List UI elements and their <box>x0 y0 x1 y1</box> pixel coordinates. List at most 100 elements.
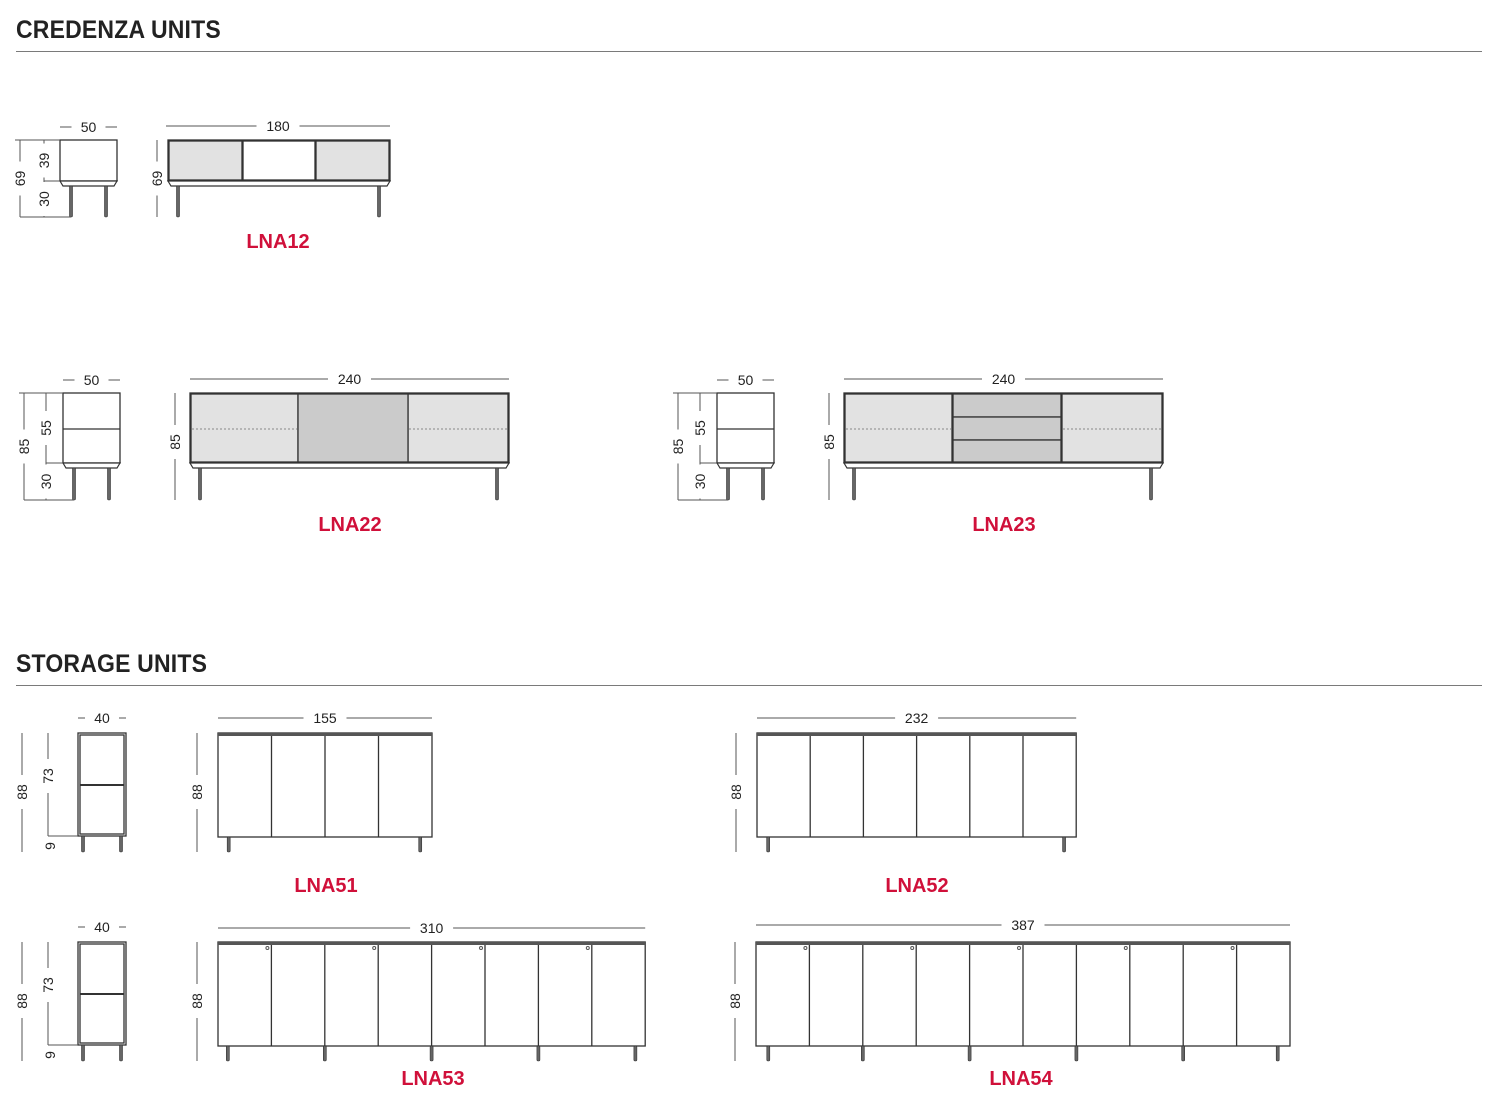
leg <box>495 467 499 501</box>
dimension-label: 69 <box>149 171 165 187</box>
leg <box>81 835 85 853</box>
top-band <box>757 733 1077 736</box>
leg <box>119 835 123 853</box>
dimension-label: 180 <box>266 118 290 134</box>
leg <box>1181 1045 1185 1062</box>
leg <box>107 467 111 501</box>
product-code: LNA54 <box>989 1068 1053 1090</box>
door-panel <box>407 393 509 463</box>
leg <box>1074 1045 1079 1062</box>
dimension-label: 50 <box>738 372 754 388</box>
leg <box>860 1045 865 1062</box>
dimension-label: 155 <box>313 710 337 726</box>
section-divider <box>16 685 1482 686</box>
dimension-label: 69 <box>12 171 28 187</box>
door-panel <box>297 393 409 463</box>
leg <box>322 1045 327 1062</box>
base-plinth <box>842 462 1165 469</box>
leg <box>72 467 76 501</box>
dimension-label: 30 <box>36 191 52 207</box>
section-divider <box>16 51 1482 52</box>
door-panel <box>190 393 299 463</box>
product-code: LNA23 <box>972 514 1035 536</box>
leg <box>198 467 202 501</box>
top-band <box>218 733 432 736</box>
leg <box>418 836 423 853</box>
dimension-label: 73 <box>40 977 56 993</box>
leg <box>226 1045 230 1062</box>
leg <box>81 1044 85 1062</box>
product-code: LNA52 <box>885 875 948 897</box>
door-panel <box>844 393 953 463</box>
leg <box>226 836 231 853</box>
dimension-label: 88 <box>727 993 743 1009</box>
leg <box>1149 467 1153 501</box>
side-body <box>62 392 121 464</box>
base-plinth <box>58 180 119 187</box>
leg <box>429 1045 434 1062</box>
leg <box>1062 836 1066 853</box>
dimension-label: 40 <box>94 710 110 726</box>
leg <box>633 1045 638 1062</box>
knob <box>585 946 590 950</box>
door-panel <box>1061 393 1163 463</box>
leg <box>766 1045 771 1062</box>
dimension-label: 50 <box>81 119 97 135</box>
leg <box>1275 1045 1280 1062</box>
leg <box>69 185 73 218</box>
dimension-label: 85 <box>16 439 32 455</box>
base-plinth <box>188 462 511 469</box>
leg <box>377 185 381 218</box>
base-plinth <box>166 180 392 187</box>
leg <box>104 185 108 218</box>
dimension-label: 240 <box>992 371 1016 387</box>
leg <box>967 1045 972 1062</box>
section-title-storage: STORAGE UNITS <box>16 650 208 678</box>
knob <box>1230 946 1235 950</box>
knob <box>1123 946 1128 950</box>
leg <box>761 467 765 501</box>
dimension-label: 85 <box>821 434 837 450</box>
dimension-label: 9 <box>42 842 58 850</box>
dimension-label: 40 <box>94 919 110 935</box>
dimension-label: 387 <box>1011 917 1035 933</box>
knob <box>803 946 808 950</box>
dimension-label: 50 <box>84 372 100 388</box>
dimension-label: 30 <box>38 474 54 490</box>
door-panel <box>168 140 243 181</box>
drawer <box>952 416 1062 441</box>
dimension-label: 88 <box>14 784 30 800</box>
product-code: LNA53 <box>401 1068 464 1090</box>
door-panel <box>315 140 390 181</box>
dimension-label: 310 <box>420 920 444 936</box>
drawer <box>952 439 1062 463</box>
drawer <box>952 393 1062 418</box>
dimension-label: 39 <box>36 153 52 169</box>
top-band <box>756 942 1290 945</box>
leg <box>176 185 180 218</box>
leg <box>536 1045 541 1062</box>
leg <box>726 467 730 501</box>
product-code: LNA12 <box>246 231 309 253</box>
knob <box>265 946 270 950</box>
top-band <box>218 942 646 945</box>
knob <box>1017 946 1021 950</box>
knob <box>479 946 483 950</box>
dimension-label: 85 <box>167 434 183 450</box>
leg <box>852 467 856 501</box>
base-plinth <box>61 462 122 469</box>
dimension-label: 232 <box>905 710 929 726</box>
knob <box>910 946 915 950</box>
dimension-label: 88 <box>189 784 205 800</box>
leg <box>766 836 770 853</box>
dimension-label: 55 <box>692 420 708 436</box>
knob <box>372 946 377 950</box>
